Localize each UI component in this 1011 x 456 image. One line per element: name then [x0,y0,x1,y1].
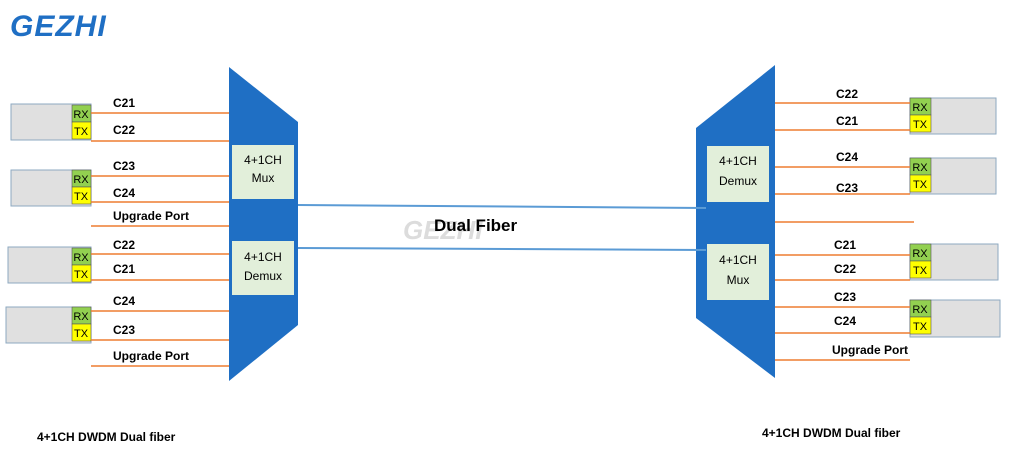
right-module-4-rx-text: RX [912,304,928,316]
right-module-2-rx-text: RX [912,162,928,174]
left-module-4-tx-text: TX [74,328,89,340]
right-port-label: C23 [836,181,858,195]
right-module-2: RX TX C24 C23 [775,150,997,195]
right-port-label: C24 [836,150,858,164]
left-module-1-tx [71,121,92,140]
right-mux-line1: 4+1CH [719,253,757,267]
left-module-3-rx-text: RX [73,252,89,264]
left-port-label: C23 [113,323,135,337]
fiber-line-2 [297,247,707,251]
right-port-label: C21 [834,238,856,252]
left-port-label: C24 [113,294,135,308]
left-module-3-tx [71,264,92,283]
right-module-4: RX TX C23 C24 [775,290,1001,338]
left-module-4-rx-text: RX [73,311,89,323]
left-port-label: C22 [113,238,135,252]
left-wdm-device [229,67,298,381]
left-module-3-tx-text: TX [74,269,89,281]
right-footer-caption: 4+1CH DWDM Dual fiber [762,426,901,440]
left-mux-line2: Mux [252,171,275,185]
right-demux-line2: Demux [719,174,757,188]
right-module-4-tx [909,316,932,335]
left-port-label: C22 [113,123,135,137]
right-module-1-tx [909,114,932,133]
right-mux-line2: Mux [727,273,750,287]
right-upgrade-port-label: Upgrade Port [832,343,908,357]
right-port-label: C24 [834,314,856,328]
left-mux-line1: 4+1CH [244,153,282,167]
right-module-1: RX TX C22 C21 [775,87,997,135]
right-module-3: RX TX C21 C22 [775,238,999,281]
right-port-label: C23 [834,290,856,304]
fiber-line-1 [297,204,707,209]
right-wdm-device [696,65,775,378]
left-module-2-tx [71,186,92,205]
left-demux-box [232,241,294,295]
left-module-4-tx [71,323,92,342]
watermark: GEZHI [403,215,483,245]
left-module-1-rx-text: RX [73,109,89,121]
left-upgrade-port-label-1: Upgrade Port [113,209,189,223]
right-module-3-tx [909,260,932,279]
left-module-2: RX TX C23 C24 [10,159,229,207]
left-mux-box [232,145,294,199]
left-port-label: C23 [113,159,135,173]
right-demux-box [707,146,769,202]
right-module-4-tx-text: TX [913,321,928,333]
left-port-label: C21 [113,262,135,276]
right-module-3-tx-text: TX [913,265,928,277]
right-mux-box [707,244,769,300]
left-module-1: RX TX C21 C22 [10,96,229,142]
fiber-label: Dual Fiber [434,216,518,235]
left-footer-caption: 4+1CH DWDM Dual fiber [37,430,176,444]
right-port-label: C22 [836,87,858,101]
left-module-2-rx-text: RX [73,174,89,186]
right-module-2-tx-text: TX [913,179,928,191]
right-module-1-rx-text: RX [912,102,928,114]
left-module-1-tx-text: TX [74,126,89,138]
right-module-2-tx [909,174,932,193]
right-demux-line1: 4+1CH [719,154,757,168]
left-upgrade-port-label-2: Upgrade Port [113,349,189,363]
right-port-label: C21 [836,114,858,128]
left-port-label: C24 [113,186,135,200]
left-port-label: C21 [113,96,135,110]
left-demux-line2: Demux [244,269,282,283]
left-module-3: RX TX C22 C21 [7,238,229,284]
gezhi-logo: GEZHI [10,10,107,43]
right-port-label: C22 [834,262,856,276]
left-module-2-tx-text: TX [74,191,89,203]
left-module-4: RX TX C24 C23 [5,294,229,344]
right-module-3-rx-text: RX [912,248,928,260]
right-module-1-tx-text: TX [913,119,928,131]
left-demux-line1: 4+1CH [244,250,282,264]
